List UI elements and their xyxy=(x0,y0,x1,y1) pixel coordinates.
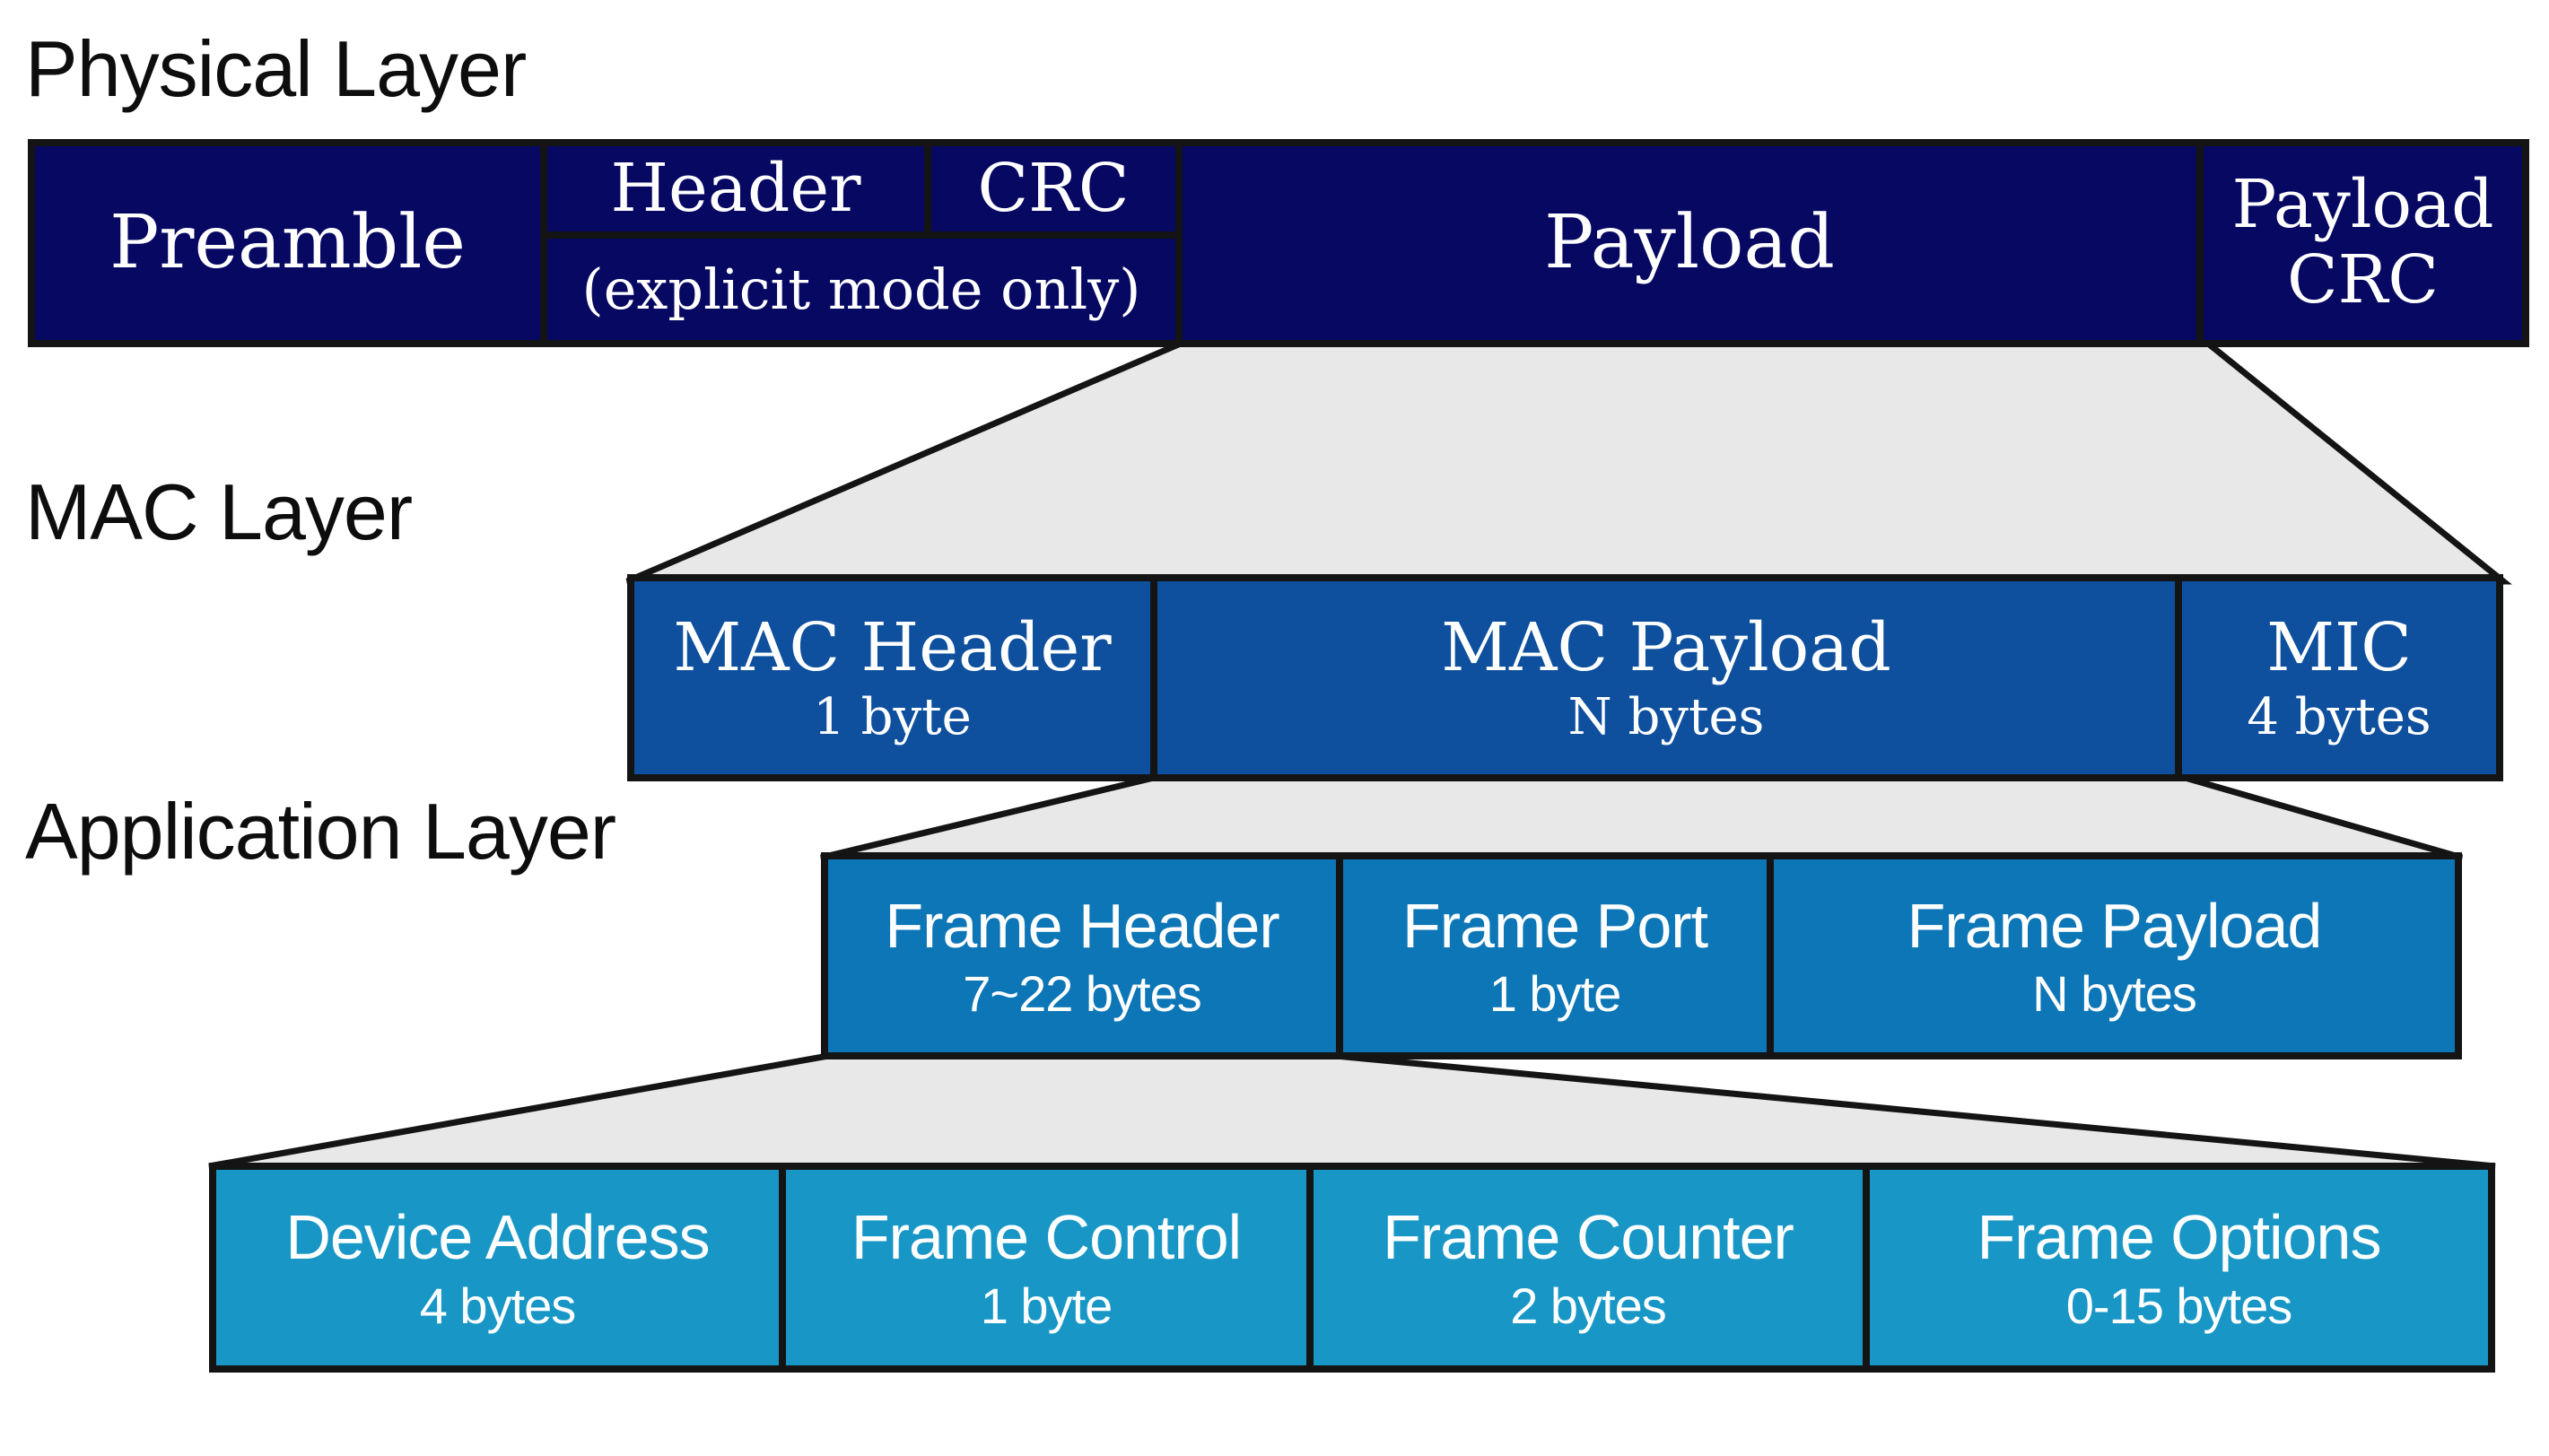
explicit-mode-note: (explicit mode only) xyxy=(581,256,1141,322)
phy-header-title: Header xyxy=(610,149,861,227)
frame-options-cell: Frame Options 0-15 bytes xyxy=(1870,1170,2488,1365)
mac-payload-title: MAC Payload xyxy=(1441,608,1891,686)
frame-control-cell: Frame Control 1 byte xyxy=(786,1170,1306,1365)
frame-control-title: Frame Control xyxy=(851,1202,1242,1273)
phy-payload-title: Payload xyxy=(1544,199,1835,285)
frame-counter-title: Frame Counter xyxy=(1383,1202,1794,1273)
mic-title: MIC xyxy=(2266,608,2412,686)
frame-header-title: Frame Header xyxy=(885,890,1279,961)
preamble-cell: Preamble xyxy=(35,146,540,340)
device-address-size: 4 bytes xyxy=(419,1277,577,1334)
mic-cell: MIC 4 bytes xyxy=(2182,581,2496,774)
application-layer-bar: Frame Header 7~22 bytes Frame Port 1 byt… xyxy=(821,852,2462,1059)
mac-header-size: 1 byte xyxy=(813,688,972,747)
device-address-cell: Device Address 4 bytes xyxy=(216,1170,779,1365)
preamble-title: Preamble xyxy=(109,199,466,285)
frame-counter-size: 2 bytes xyxy=(1510,1277,1667,1334)
phy-crc-cell: CRC xyxy=(931,146,1175,231)
connector-physical-to-mac xyxy=(625,339,2512,585)
mac-layer-label: MAC Layer xyxy=(25,467,413,556)
frame-payload-size: N bytes xyxy=(2032,965,2197,1023)
frame-control-size: 1 byte xyxy=(980,1277,1113,1334)
connector-frameheader-to-fields xyxy=(208,1052,2496,1170)
phy-payload-cell: Payload xyxy=(1183,146,2196,340)
frame-payload-cell: Frame Payload N bytes xyxy=(1774,859,2455,1052)
application-layer-label: Application Layer xyxy=(25,787,616,876)
frame-header-size: 7~22 bytes xyxy=(963,965,1202,1023)
device-address-title: Device Address xyxy=(285,1202,710,1273)
frame-port-size: 1 byte xyxy=(1488,965,1622,1023)
frame-options-size: 0-15 bytes xyxy=(2065,1277,2292,1334)
frame-header-cell: Frame Header 7~22 bytes xyxy=(828,859,1336,1052)
payload-crc-line2: CRC xyxy=(2287,241,2439,318)
frame-port-cell: Frame Port 1 byte xyxy=(1343,859,1767,1052)
frame-header-fields-bar: Device Address 4 bytes Frame Control 1 b… xyxy=(209,1163,2495,1373)
phy-header-cell: Header xyxy=(547,146,924,231)
mac-header-cell: MAC Header 1 byte xyxy=(634,581,1150,774)
physical-layer-bar: Preamble Header CRC (explicit mode only)… xyxy=(28,139,2529,347)
payload-crc-line1: Payload xyxy=(2231,166,2494,244)
payload-crc-cell: Payload CRC xyxy=(2204,146,2522,340)
mic-size: 4 bytes xyxy=(2247,688,2431,747)
mac-payload-size: N bytes xyxy=(1567,688,1765,747)
explicit-mode-note-cell: (explicit mode only) xyxy=(547,239,1175,340)
mac-payload-cell: MAC Payload N bytes xyxy=(1157,581,2175,774)
physical-layer-label: Physical Layer xyxy=(25,24,527,113)
phy-header-crc-group: Header CRC (explicit mode only) xyxy=(547,146,1175,340)
frame-options-title: Frame Options xyxy=(1977,1202,2382,1273)
frame-payload-title: Frame Payload xyxy=(1907,890,2323,961)
phy-header-crc-row: Header CRC xyxy=(547,146,1175,231)
phy-crc-title: CRC xyxy=(977,149,1130,227)
frame-counter-cell: Frame Counter 2 bytes xyxy=(1314,1170,1863,1365)
connector-mac-to-application xyxy=(820,773,2463,861)
mac-layer-bar: MAC Header 1 byte MAC Payload N bytes MI… xyxy=(627,574,2503,781)
frame-port-title: Frame Port xyxy=(1401,890,1708,961)
mac-header-title: MAC Header xyxy=(673,608,1112,686)
